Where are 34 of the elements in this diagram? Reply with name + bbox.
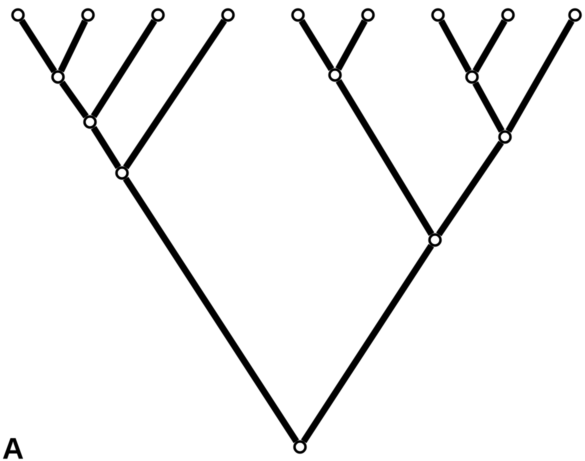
tree-node-circle <box>291 8 305 22</box>
branch-line <box>438 19 472 73</box>
tree-node-circle <box>11 8 25 22</box>
tree-node-circle <box>83 115 97 129</box>
tree-node-circle <box>428 233 442 247</box>
branch-line <box>336 79 434 236</box>
tree-node-circle <box>328 68 342 82</box>
branch-line <box>300 244 434 444</box>
tree-node-circle <box>51 70 65 84</box>
branch-line <box>59 80 89 118</box>
tree-node-circle <box>431 8 445 22</box>
tree-node-circle <box>361 8 375 22</box>
tree-node-circle <box>293 440 307 454</box>
tree-node-circle <box>221 8 235 22</box>
tree-node-circle <box>498 130 512 144</box>
branch-line <box>90 126 122 170</box>
branch-line <box>298 19 334 71</box>
branch-line <box>472 19 508 73</box>
tree-node-circle <box>115 166 129 180</box>
branch-line <box>506 19 574 133</box>
branch-line <box>472 81 505 133</box>
branch-line <box>90 18 158 118</box>
tree-node-circle <box>568 8 582 22</box>
branch-line <box>123 18 227 170</box>
branch-line <box>335 19 368 71</box>
panel-letter: A <box>2 438 24 459</box>
tree-node-circle <box>501 8 515 22</box>
branch-line <box>436 140 504 236</box>
branch-line <box>122 176 300 444</box>
branch-line <box>58 20 88 72</box>
branch-line <box>18 18 58 74</box>
tree-node-circle <box>465 70 479 84</box>
tree-node-circle <box>151 8 165 22</box>
tree-node-circle <box>81 8 95 22</box>
